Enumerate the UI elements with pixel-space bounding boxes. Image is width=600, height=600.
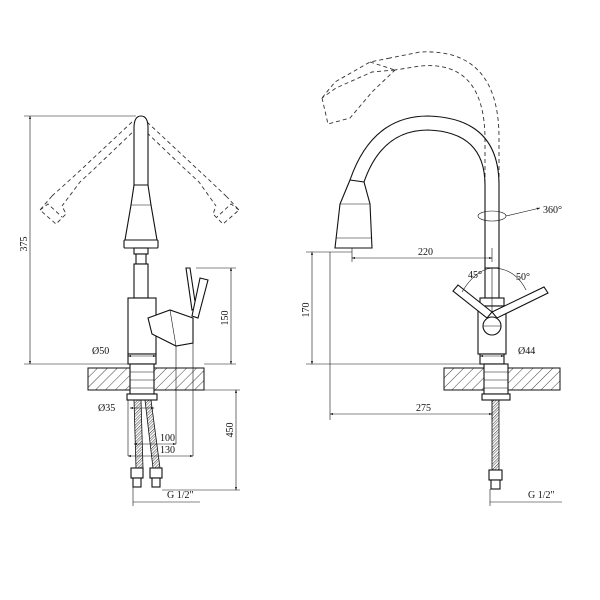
dim-body-height: 150 (220, 311, 231, 326)
dim-angle-left: 45° (468, 270, 482, 281)
dim-angle-right: 50° (516, 272, 530, 283)
spout-alt-position-right (141, 121, 240, 225)
faucet-body-side (127, 247, 209, 365)
spout-alt-position-left (39, 121, 138, 225)
lever-angle-arcs: 45° 50° (461, 267, 530, 312)
dim-reach-130: 130 (160, 445, 175, 456)
countertop-side (87, 363, 205, 401)
countertop-front (443, 363, 561, 401)
rotation-indicator: 360° (477, 205, 562, 222)
spout-gooseneck (334, 115, 500, 268)
dims-front: 220 170 Ø44 275 G 1/2" (301, 247, 562, 506)
dim-hose-length: 450 (225, 423, 236, 438)
dim-reach-100: 100 (160, 433, 175, 444)
dim-spout-reach: 220 (418, 247, 433, 258)
dim-base-diameter: Ø50 (92, 346, 109, 357)
spout-alt-position-rotated (321, 51, 500, 268)
spout-upright (123, 115, 159, 249)
front-view: 360° 45° 50° (301, 51, 562, 506)
dims-side: 375 150 450 Ø50 Ø35 100 130 G 1/2" (19, 115, 240, 506)
dim-height-total: 375 (19, 237, 30, 252)
hose-front (488, 399, 503, 490)
dim-hole-diameter: Ø35 (98, 403, 115, 414)
dim-thread-side: G 1/2" (167, 490, 194, 501)
side-view: 375 150 450 Ø50 Ø35 100 130 G 1/2" (19, 115, 240, 506)
dim-thread-front: G 1/2" (528, 490, 555, 501)
dim-total-reach: 275 (416, 403, 431, 414)
dim-base-diameter-front: Ø44 (518, 346, 535, 357)
dim-spout-height: 170 (301, 303, 312, 318)
hoses-side (130, 399, 163, 488)
dim-rotation: 360° (543, 205, 562, 216)
